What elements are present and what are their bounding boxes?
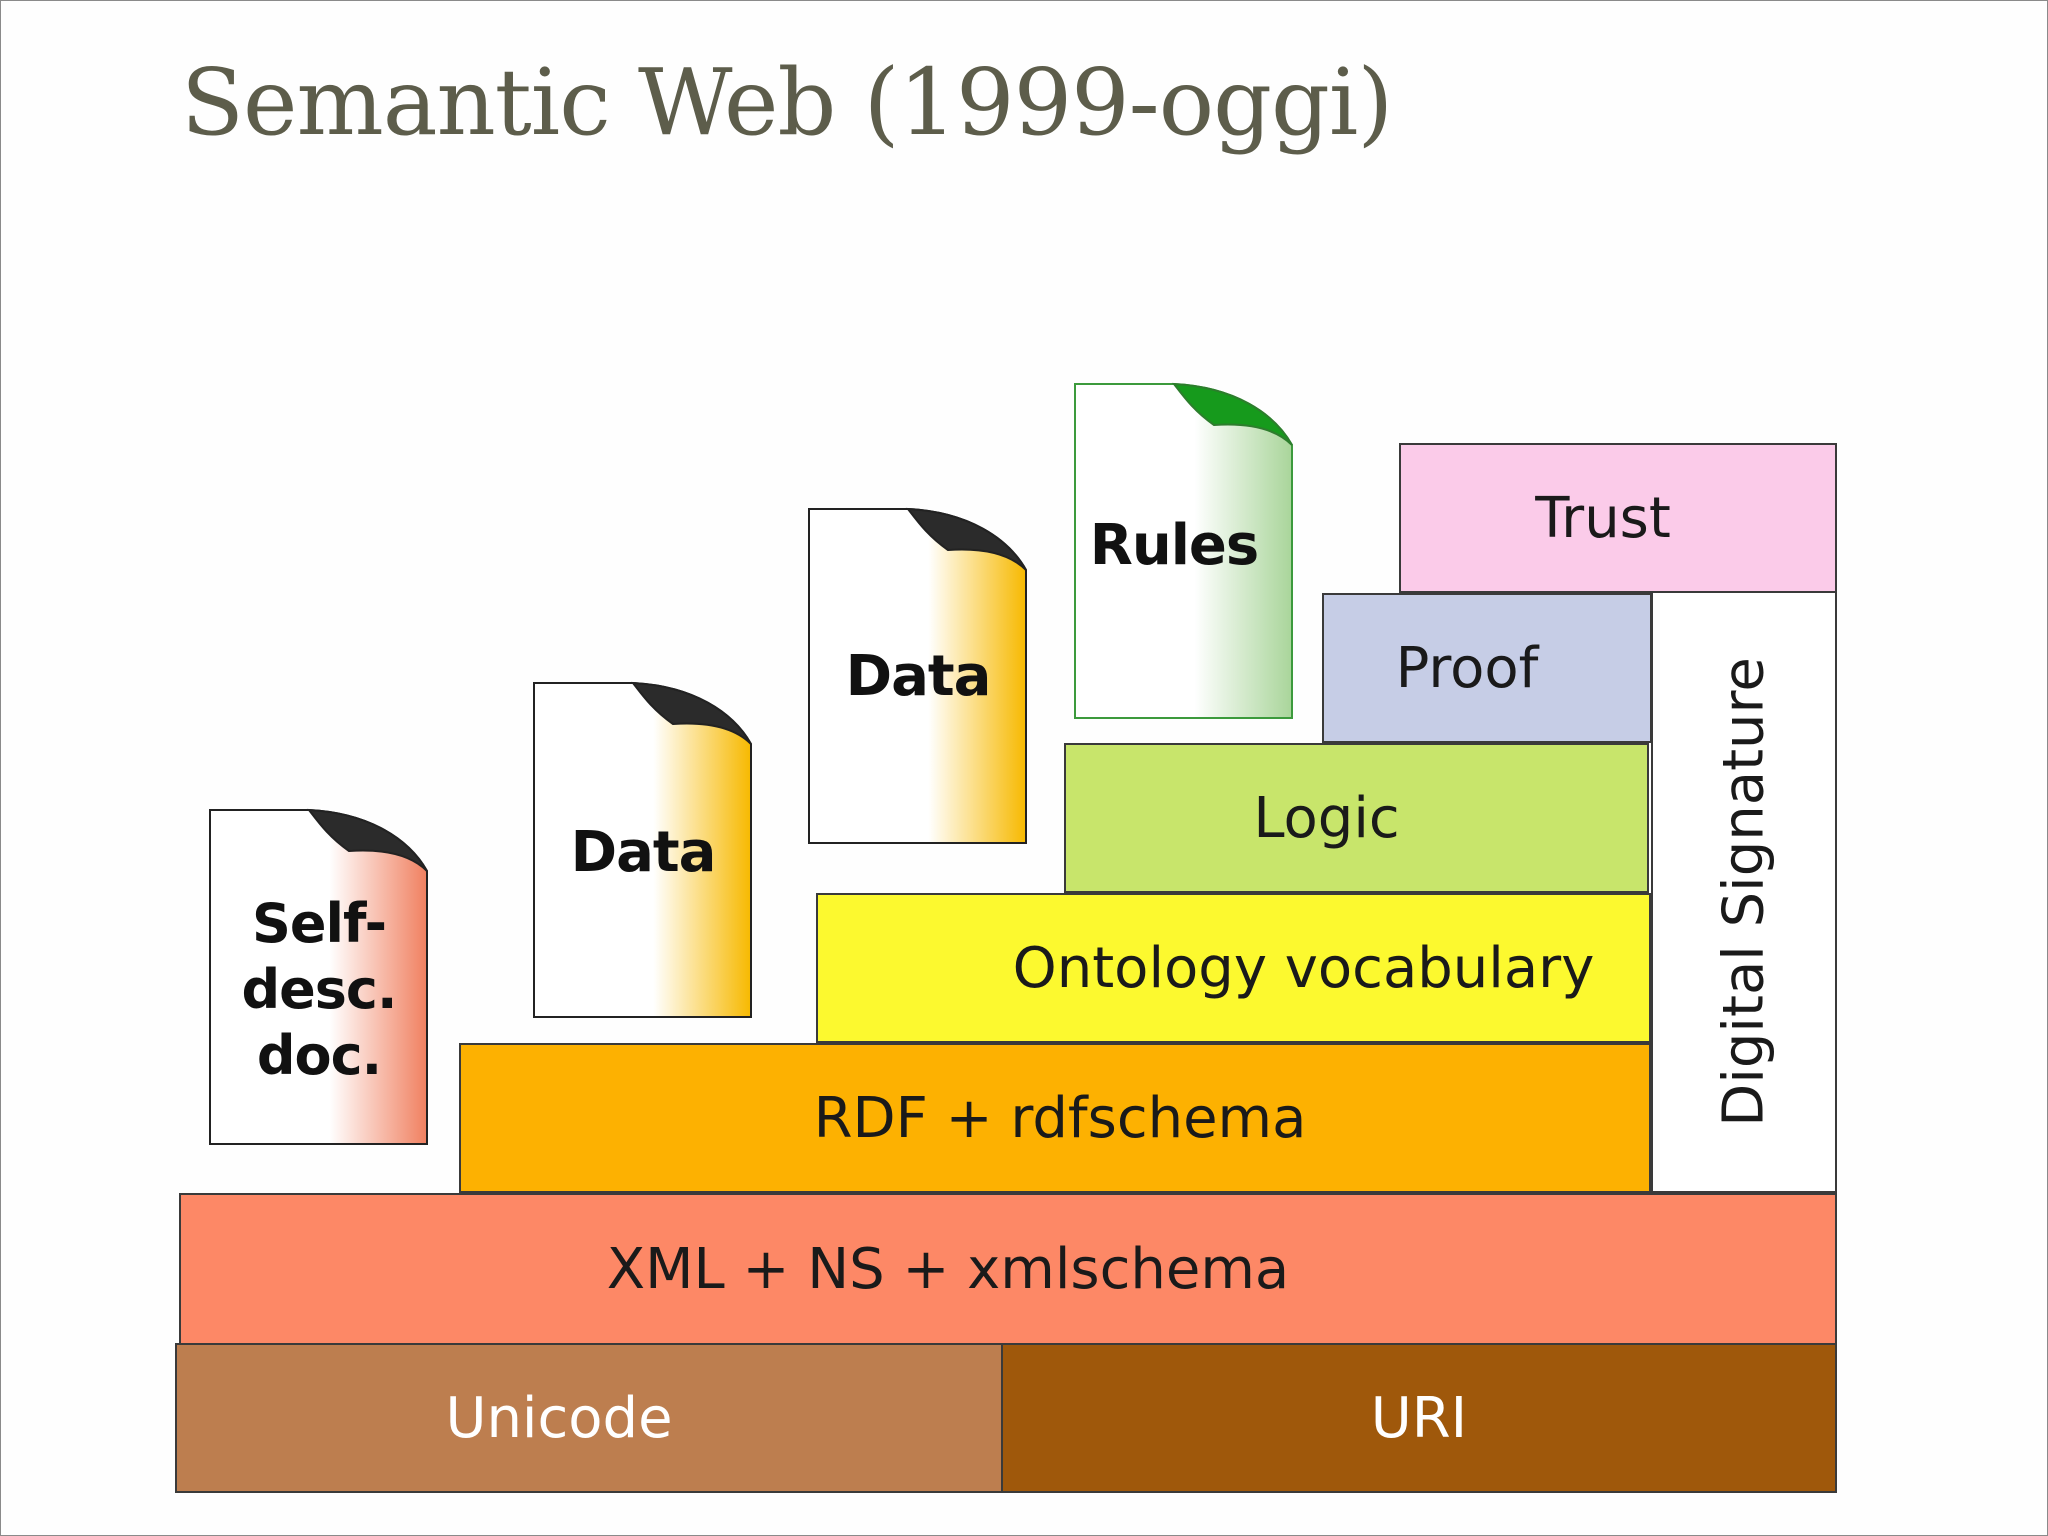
- layer-xml: XML + NS + xmlschema: [179, 1193, 1837, 1345]
- layer-proof: Proof: [1322, 593, 1652, 743]
- layer-xml-label: XML + NS + xmlschema: [606, 1236, 1290, 1302]
- document-rules-label: Rules: [1089, 513, 1260, 578]
- document-data-2: Data: [808, 507, 1028, 844]
- layer-rdf: RDF + rdfschema: [459, 1043, 1651, 1193]
- layer-uri: URI: [1001, 1343, 1837, 1493]
- layer-uri-label: URI: [1370, 1385, 1468, 1451]
- document-rules-shape: [1074, 382, 1293, 719]
- layer-ontology-label: Ontology vocabulary: [1012, 935, 1595, 1001]
- layer-unicode-label: Unicode: [445, 1385, 673, 1451]
- document-data-1-label: Data: [570, 820, 717, 885]
- document-data-1-shape: [533, 681, 752, 1018]
- layer-logic-label: Logic: [1253, 785, 1400, 851]
- document-rules: Rules: [1074, 382, 1294, 719]
- layer-digital-signature: Digital Signature: [1651, 593, 1837, 1193]
- document-self-desc: Self- desc. doc.: [209, 808, 429, 1145]
- layer-proof-label: Proof: [1395, 635, 1539, 701]
- document-data-2-shape: [808, 507, 1027, 844]
- slide-title: Semantic Web (1999-oggi): [181, 49, 1393, 156]
- document-self-desc-shape: [209, 808, 428, 1145]
- layer-rdf-label: RDF + rdfschema: [813, 1085, 1307, 1151]
- layer-ontology: Ontology vocabulary: [816, 893, 1651, 1043]
- layer-logic: Logic: [1064, 743, 1649, 893]
- layer-trust: Trust: [1399, 443, 1837, 593]
- document-data-1: Data: [533, 681, 753, 1018]
- document-data-2-label: Data: [845, 644, 992, 709]
- layer-trust-label: Trust: [1535, 485, 1671, 551]
- layer-digital-signature-label: Digital Signature: [1711, 657, 1777, 1127]
- document-self-desc-label: Self- desc. doc.: [241, 892, 398, 1087]
- layer-unicode: Unicode: [175, 1343, 1003, 1493]
